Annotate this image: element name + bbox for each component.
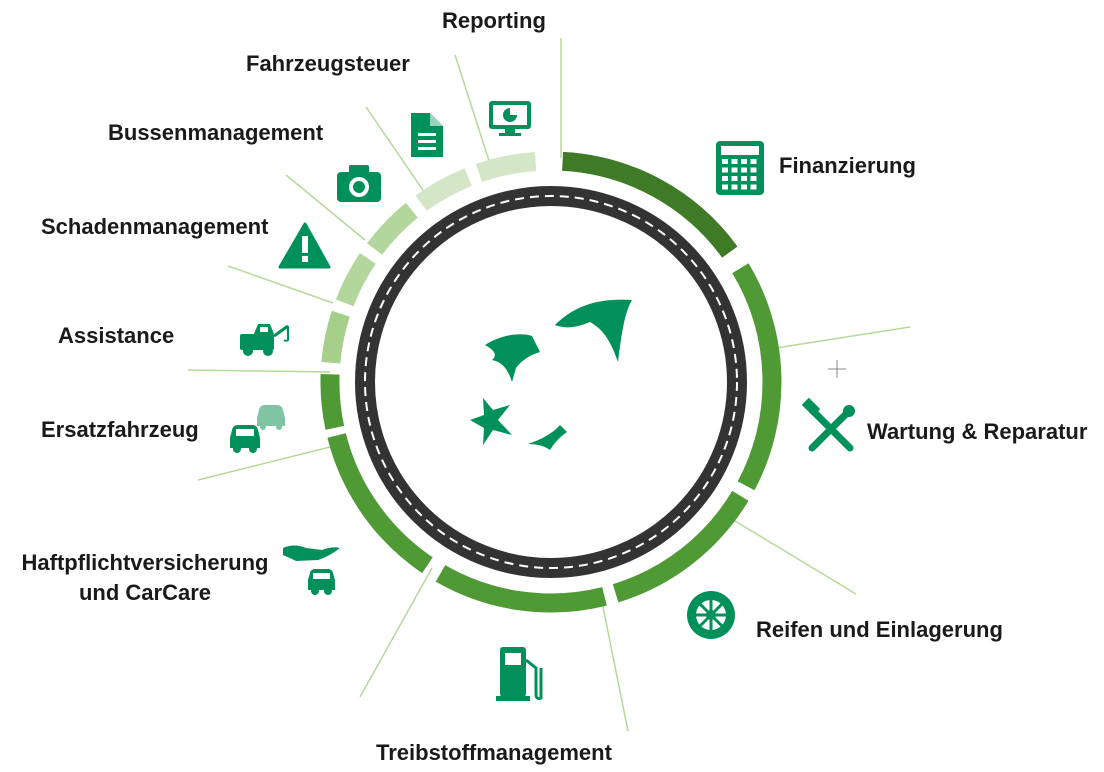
calculator-key [750, 176, 757, 181]
tire-icon [687, 591, 735, 639]
label-reifen-einlagerung: Reifen und Einlagerung [756, 617, 1003, 642]
calculator-key [731, 176, 738, 181]
divider-steuer-reporting [454, 54, 493, 171]
calculator-key [722, 159, 728, 164]
segment-fahrzeugsteuer [415, 168, 472, 211]
monitor-chart-icon [489, 101, 531, 136]
cursor-crosshair-icon [828, 360, 846, 378]
calculator-key [750, 184, 757, 190]
calculator-key [731, 184, 738, 190]
label-haftpflicht-line1: Haftpflichtversicherung [21, 550, 269, 575]
label-assistance: Assistance [58, 323, 175, 348]
divider-finanzierung-wartung [775, 326, 911, 349]
road-center-dashes [364, 195, 738, 569]
segment-schadenmanagement [335, 253, 376, 307]
label-haftpflichtversicherung: Haftpflichtversicherung und CarCare [14, 548, 276, 608]
segment-wartung-reparatur [732, 263, 782, 491]
label-wartung-reparatur: Wartung & Reparatur [867, 419, 1088, 444]
calculator-key [722, 176, 728, 181]
divider-lines [187, 38, 911, 732]
divider-wartung-reifen [729, 517, 857, 595]
segment-finanzierung [562, 151, 738, 258]
label-ersatzfahrzeug: Ersatzfahrzeug [41, 417, 199, 442]
label-bussenmanagement: Bussenmanagement [108, 120, 324, 145]
calculator-key [731, 159, 738, 164]
label-finanzierung: Finanzierung [779, 153, 916, 178]
label-treibstoffmanagement: Treibstoffmanagement [376, 740, 612, 765]
service-ring [320, 151, 782, 613]
calculator-key [731, 167, 738, 173]
segment-reporting [475, 152, 537, 183]
label-schadenmanagement: Schadenmanagement [41, 214, 269, 239]
label-reporting: Reporting [442, 8, 546, 33]
segment-haftpflichtversicherung [327, 433, 433, 574]
two-cars-icon [230, 405, 285, 453]
calculator-key [741, 167, 747, 173]
fuel-pump-icon [496, 647, 543, 701]
divider-reifen-treibstoff [600, 596, 629, 732]
calculator-key [750, 167, 757, 173]
calculator-key [741, 176, 747, 181]
bnp-paribas-stars-logo [470, 299, 632, 450]
calculator-key [722, 167, 728, 173]
hand-car-icon [283, 545, 340, 595]
camera-icon [337, 165, 381, 202]
tow-truck-icon [240, 324, 289, 356]
divider-assistance-schaden [227, 265, 334, 304]
segment-treibstoffmanagement [435, 565, 607, 613]
divider-schaden-bussen [285, 174, 366, 241]
warning-icon [278, 222, 331, 269]
road-ring [355, 186, 747, 578]
calculator-key [741, 159, 747, 164]
wrench-hammer-icon [801, 397, 855, 452]
calculator-key [741, 184, 747, 190]
segment-ersatzfahrzeug [320, 373, 345, 430]
segment-assistance [321, 310, 350, 364]
calculator-icon [716, 141, 764, 195]
calculator-key [750, 159, 757, 164]
label-haftpflicht-line2: und CarCare [78, 580, 212, 605]
calculator-key [722, 184, 728, 190]
label-fahrzeugsteuer: Fahrzeugsteuer [246, 51, 410, 76]
divider-treibstoff-haftpflicht [359, 567, 433, 698]
segment-reifen-einlagerung [612, 490, 749, 603]
segment-bussenmanagement [366, 202, 419, 255]
divider-ersatz-assistance [187, 369, 331, 373]
divider-haftpflicht-ersatz [197, 446, 331, 481]
document-icon [411, 113, 443, 157]
divider-bussen-steuer [365, 106, 428, 197]
